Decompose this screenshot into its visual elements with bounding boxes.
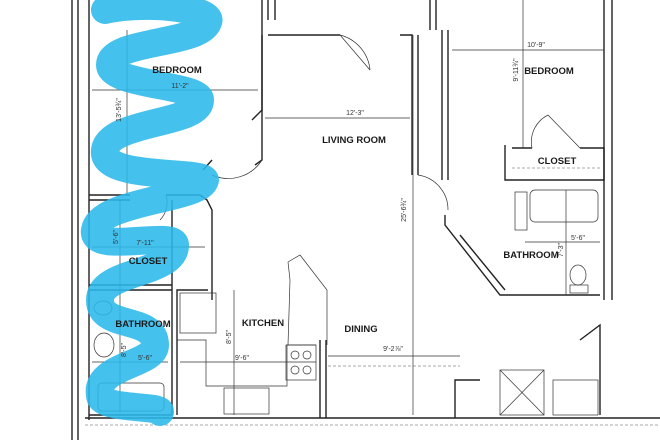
room-label-kitchen: KITCHEN bbox=[242, 318, 284, 329]
dimension-dining-width: 9'-2⅞" bbox=[383, 346, 403, 353]
dimension-bathroom-right-width: 5'-6" bbox=[571, 235, 585, 242]
room-label-bathroom-right: BATHROOM bbox=[503, 250, 558, 261]
dimension-bedroom-right-depth: 9'-11¾" bbox=[513, 58, 520, 82]
room-label-living-room: LIVING ROOM bbox=[322, 135, 386, 146]
room-label-bathroom-left: BATHROOM bbox=[115, 319, 170, 330]
room-label-closet-right: CLOSET bbox=[538, 156, 577, 167]
room-label-bedroom-right: BEDROOM bbox=[524, 66, 574, 77]
dimension-bedroom-left-depth: 13'-5¾" bbox=[116, 98, 123, 122]
room-label-closet-left: CLOSET bbox=[129, 256, 168, 267]
dimension-bathroom-right-depth: 7'-3" bbox=[558, 243, 565, 257]
dimension-bathroom-left-width: 5'-6" bbox=[138, 355, 152, 362]
room-label-dining: DINING bbox=[344, 324, 377, 335]
dimension-living-room-width: 12'-3" bbox=[346, 110, 364, 117]
dimension-kitchen-depth: 8'-5" bbox=[226, 330, 233, 344]
dimension-bedroom-left-width: 11'-2" bbox=[171, 83, 189, 90]
dimension-bedroom-right-width: 10'-9" bbox=[527, 42, 545, 49]
room-label-bedroom-left: BEDROOM bbox=[152, 65, 202, 76]
dimension-living-room-depth: 25'-6¾" bbox=[401, 198, 408, 222]
dimension-bathroom-left-depth: 8'-5" bbox=[121, 343, 128, 357]
dimension-closet-left-depth: 5'-6" bbox=[113, 230, 120, 244]
dimension-kitchen-width: 9'-6" bbox=[235, 355, 249, 362]
dimension-closet-left-width: 7'-11" bbox=[136, 240, 154, 247]
highlight-scribble bbox=[81, 0, 223, 426]
room-labels: BEDROOM 11'-2" 13'-5¾" CLOSET 7'-11" 5'-… bbox=[113, 42, 585, 362]
